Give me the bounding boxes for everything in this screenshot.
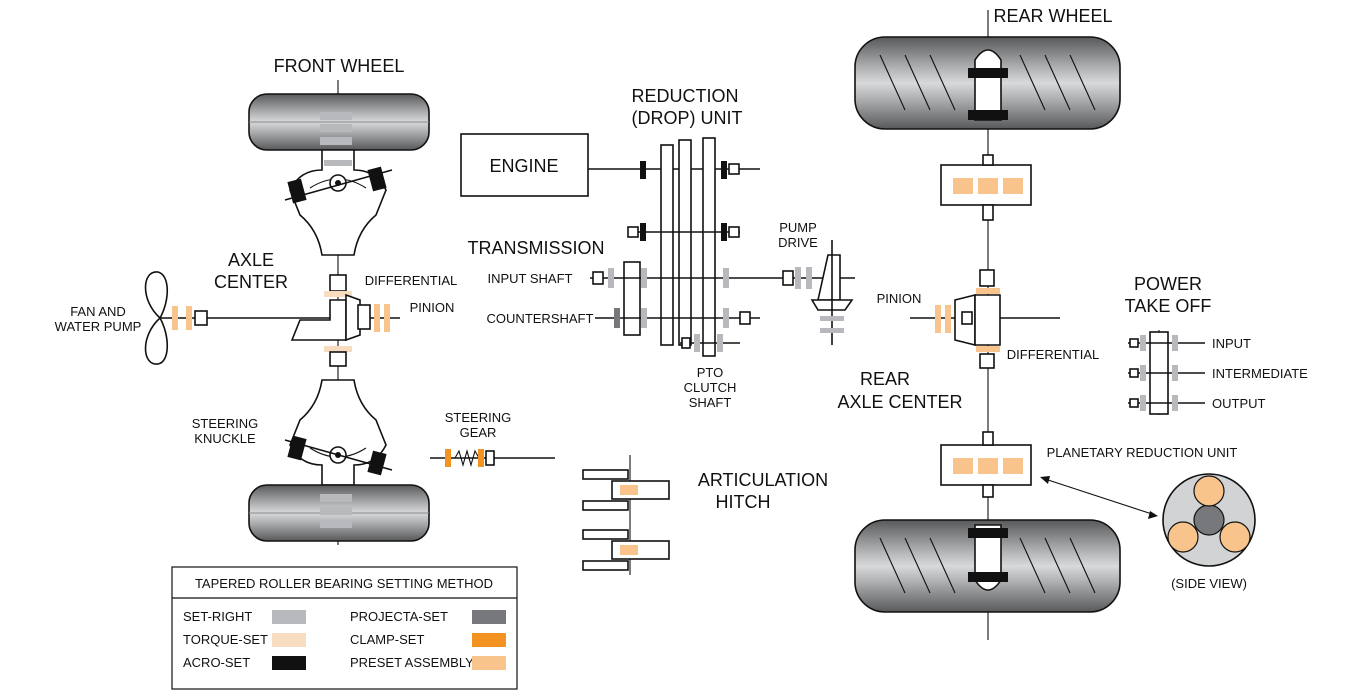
label-countershaft: COUNTERSHAFT [487, 311, 594, 326]
rear-axle-group [854, 10, 1158, 640]
label-pinion-front: PINION [410, 300, 455, 315]
legend-title: TAPERED ROLLER BEARING SETTING METHOD [195, 576, 493, 591]
label-planetary: PLANETARY REDUCTION UNIT [1047, 445, 1238, 460]
label-pto-title-line2: TAKE OFF [1125, 296, 1212, 316]
rear-axle-center [910, 269, 1060, 369]
rear-wheel-bottom [854, 519, 1121, 613]
label-rear-axle-line2: AXLE CENTER [837, 392, 962, 412]
label-rear-wheel: REAR WHEEL [993, 6, 1112, 26]
label-pto-intermediate: INTERMEDIATE [1212, 366, 1308, 381]
label-steering-knuckle-line1: STEERING [192, 416, 258, 431]
legend-swatch-projecta-set [472, 610, 506, 624]
label-axle-center-line2: CENTER [214, 272, 288, 292]
legend-label-acro-set: ACRO-SET [183, 655, 250, 670]
label-steering-knuckle-line2: KNUCKLE [194, 431, 256, 446]
front-knuckle-bottom [284, 379, 393, 486]
diagram-labels: FRONT WHEEL REAR WHEEL ENGINE REDUCTION … [55, 6, 1308, 591]
legend-label-torque-set: TORQUE-SET [183, 632, 268, 647]
fan-and-water-pump [144, 271, 255, 365]
label-pto-clutch-line1: PTO [697, 365, 724, 380]
label-front-wheel: FRONT WHEEL [274, 56, 405, 76]
label-engine: ENGINE [489, 156, 558, 176]
legend-swatch-clamp-set [472, 633, 506, 647]
label-differential-rear: DIFFERENTIAL [1007, 347, 1099, 362]
bearing-method-legend: TAPERED ROLLER BEARING SETTING METHOD SE… [171, 566, 518, 690]
planetary-reduction-bottom [940, 431, 1032, 498]
label-differential-front: DIFFERENTIAL [365, 273, 457, 288]
articulation-hitch [582, 455, 670, 575]
front-axle-group [144, 80, 555, 545]
label-transmission: TRANSMISSION [467, 238, 604, 258]
legend-label-preset-assembly: PRESET ASSEMBLY [350, 655, 474, 670]
steering-gear [430, 448, 555, 468]
label-articulation-line2: HITCH [716, 492, 771, 512]
label-steering-gear-line1: STEERING [445, 410, 511, 425]
legend-label-clamp-set: CLAMP-SET [350, 632, 424, 647]
planetary-side-view [1162, 473, 1256, 567]
label-articulation-line1: ARTICULATION [698, 470, 828, 490]
legend-swatch-acro-set [272, 656, 306, 670]
pump-drive [770, 240, 855, 345]
label-axle-center-line1: AXLE [228, 250, 274, 270]
label-pump-drive-line2: DRIVE [778, 235, 818, 250]
front-wheel-top [248, 93, 430, 151]
front-wheel-bottom [248, 484, 430, 542]
legend-swatch-set-right [272, 610, 306, 624]
planetary-reduction-top [940, 154, 1032, 221]
transmission [590, 261, 770, 352]
rear-wheel-top [854, 36, 1121, 130]
label-pump-drive-line1: PUMP [779, 220, 817, 235]
label-side-view: (SIDE VIEW) [1171, 576, 1247, 591]
legend-swatch-preset-assembly [472, 656, 506, 670]
legend-label-set-right: SET-RIGHT [183, 609, 252, 624]
label-pto-input: INPUT [1212, 336, 1251, 351]
label-pto-output: OUTPUT [1212, 396, 1266, 411]
legend-label-projecta-set: PROJECTA-SET [350, 609, 448, 624]
label-fan-line2: WATER PUMP [55, 319, 142, 334]
label-pto-clutch-line3: SHAFT [689, 395, 732, 410]
front-axle-center [255, 274, 400, 367]
label-pto-title-line1: POWER [1134, 274, 1202, 294]
label-pto-clutch-line2: CLUTCH [684, 380, 737, 395]
label-reduction-line1: REDUCTION [632, 86, 739, 106]
label-steering-gear-line2: GEAR [460, 425, 497, 440]
label-input-shaft: INPUT SHAFT [488, 271, 573, 286]
label-fan-line1: FAN AND [70, 304, 126, 319]
label-pinion-rear: PINION [877, 291, 922, 306]
front-knuckle-top [284, 149, 393, 256]
engine-block [460, 133, 760, 197]
label-rear-axle-line1: REAR [860, 369, 910, 389]
legend-swatch-torque-set [272, 633, 306, 647]
label-reduction-line2: (DROP) UNIT [632, 108, 743, 128]
reduction-drop-unit [627, 137, 740, 357]
power-take-off [1128, 330, 1205, 415]
